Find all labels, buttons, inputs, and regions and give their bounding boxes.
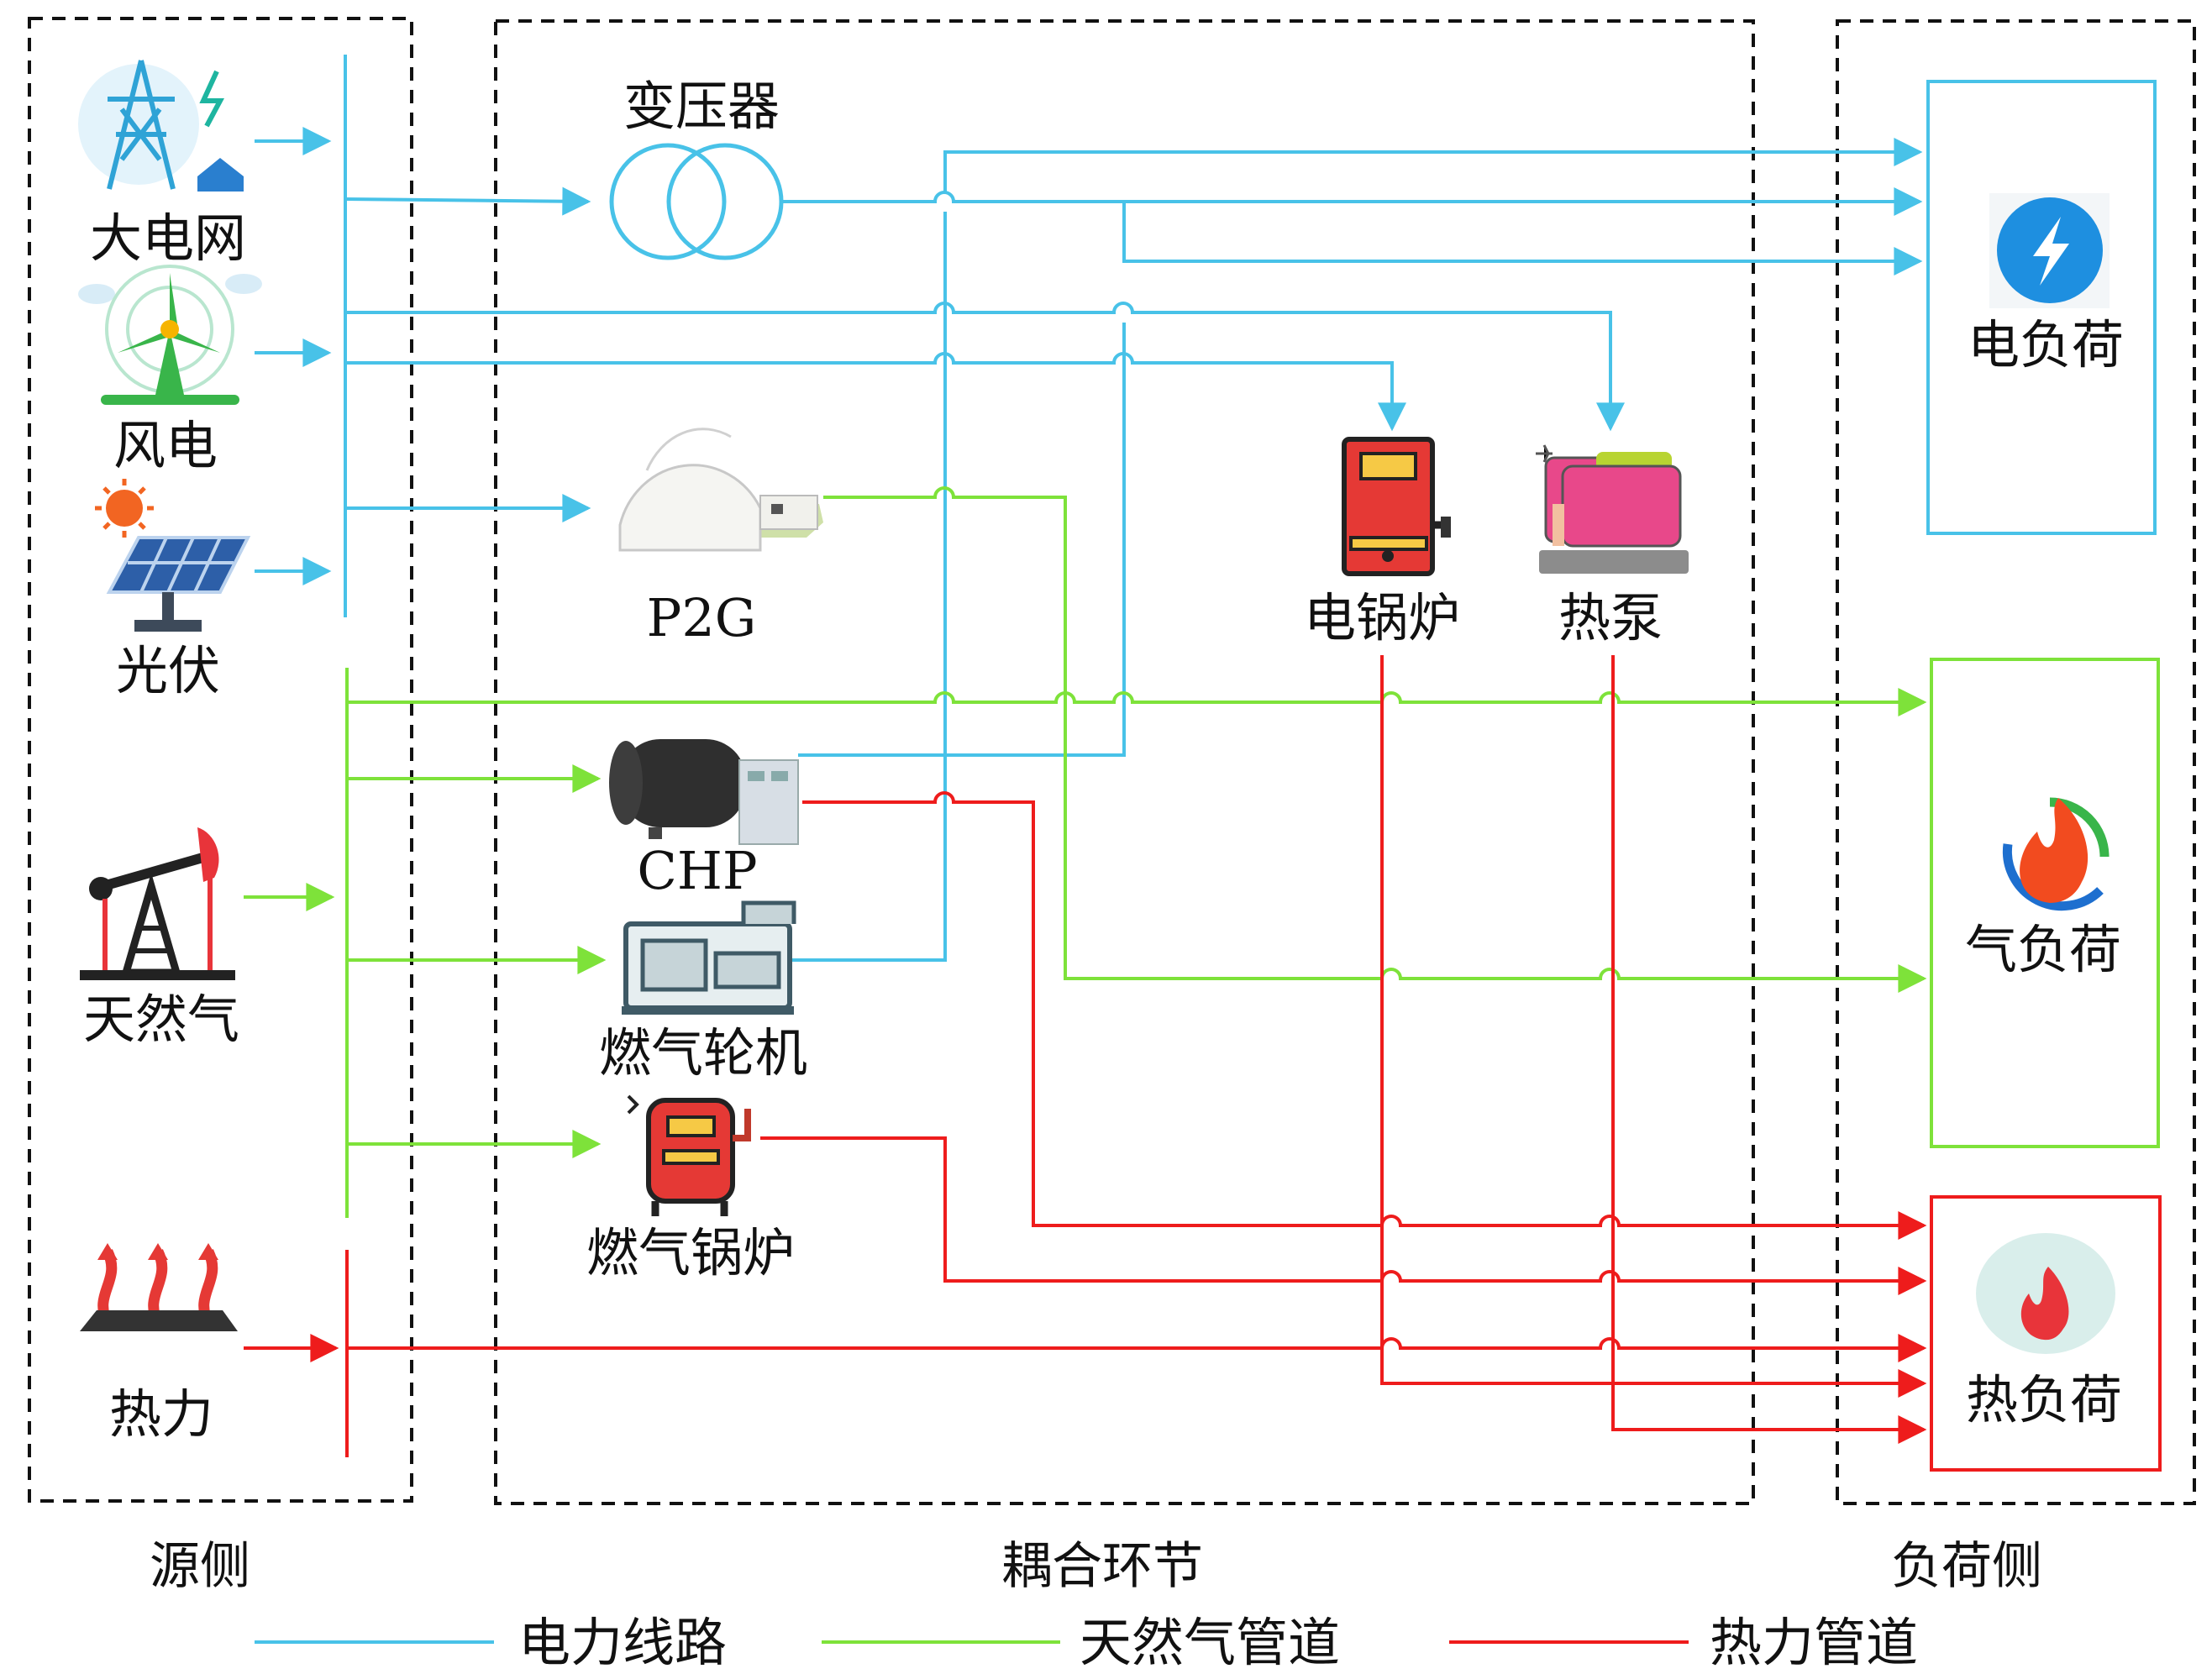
legend-heat-label: 热力管道: [1710, 1612, 1918, 1670]
gas-turbine-label: 燃气轮机: [599, 1022, 807, 1084]
gas-lines: [347, 486, 1927, 1158]
p2g-label: P2G: [647, 587, 757, 648]
transformer-label: 变压器: [623, 76, 780, 137]
flame-icon: [2002, 797, 2110, 911]
gas-boiler-label: 燃气锅炉: [586, 1222, 795, 1283]
load-side-label: 负荷侧: [1891, 1537, 2042, 1596]
power-tower-icon: [78, 60, 244, 192]
electric-lines: [344, 138, 1923, 962]
lightning-icon: [1989, 193, 2110, 308]
electric-boiler-label: 电锅炉: [1304, 587, 1460, 648]
electric-boiler-icon: [1342, 437, 1451, 576]
coupling-label: 耦合环节: [1001, 1537, 1203, 1596]
load-side-frame: [1836, 19, 2196, 1505]
electric-load-label: 电负荷: [1968, 314, 2124, 375]
heat-pump-icon: [1536, 444, 1689, 574]
chp-label: CHP: [637, 840, 757, 901]
oil-pump-icon: [80, 827, 235, 980]
transformer-icon: [609, 143, 784, 260]
gas-boiler-icon: [627, 1094, 751, 1216]
heat-pump-label: 热泵: [1558, 587, 1663, 648]
heat-source-label: 热力: [109, 1383, 213, 1445]
fire-icon: [1976, 1233, 2115, 1354]
heat-waves-icon: [80, 1243, 238, 1331]
chp-unit-icon: [609, 739, 799, 845]
heat-load-box: [1930, 1195, 2162, 1472]
solar-panel-icon: [95, 479, 251, 632]
pv-label: 光伏: [116, 640, 220, 701]
gas-load-box: [1930, 658, 2160, 1148]
wind-turbine-icon: [78, 265, 262, 405]
source-side-label: 源侧: [150, 1537, 250, 1596]
legend-electric-label: 电力线路: [518, 1612, 727, 1670]
electric-load-box: [1926, 80, 2157, 535]
grid-label: 大电网: [90, 207, 246, 269]
gas-load-label: 气负荷: [1965, 919, 2121, 980]
gas-turbine-icon: [622, 900, 796, 1015]
gas-source-label: 天然气: [83, 989, 239, 1050]
source-side-frame: [28, 17, 413, 1503]
wind-label: 风电: [113, 415, 218, 476]
p2g-tank-icon: [618, 428, 823, 552]
heat-load-label: 热负荷: [1966, 1369, 2122, 1430]
legend-gas-label: 天然气管道: [1080, 1612, 1340, 1670]
coupling-frame: [494, 19, 1755, 1505]
heat-lines: [347, 655, 1927, 1444]
